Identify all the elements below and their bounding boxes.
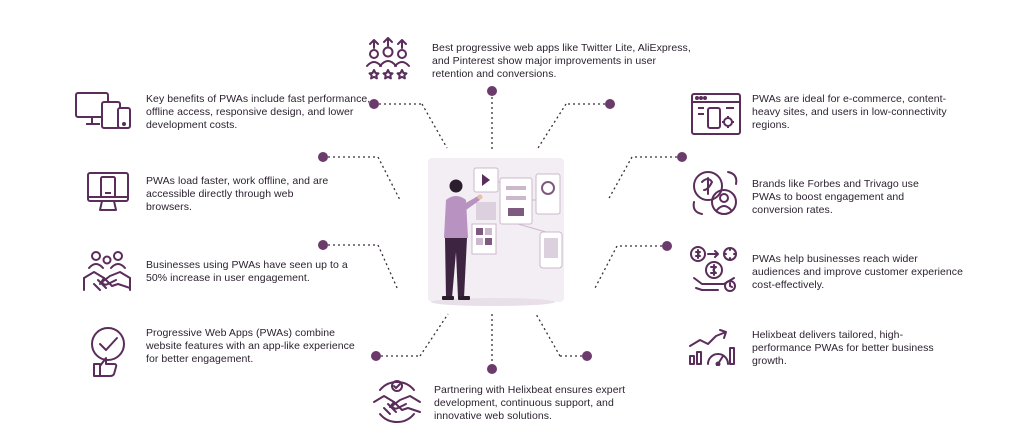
dot-left-4 bbox=[371, 351, 381, 361]
browser-mobile-gear-icon bbox=[690, 92, 742, 138]
team-rating-icon bbox=[364, 34, 412, 82]
dot-right-1 bbox=[605, 99, 615, 109]
handshake-group-icon bbox=[82, 248, 132, 298]
handshake-circle-icon bbox=[372, 376, 422, 426]
growth-chart-icon bbox=[686, 326, 740, 366]
connector-left-3-d bbox=[377, 244, 399, 291]
item-right-1-text: PWAs are ideal for e-commerce, content-h… bbox=[752, 93, 947, 131]
item-right-3-text: PWAs help businesses reach wider audienc… bbox=[752, 253, 963, 291]
dot-left-1 bbox=[369, 99, 379, 109]
person-at-interface-illustration bbox=[418, 152, 568, 313]
dot-bottom bbox=[487, 364, 497, 374]
dot-right-2 bbox=[677, 152, 687, 162]
item-right-4-text: Helixbeat delivers tailored, high-perfor… bbox=[752, 329, 934, 367]
connector-left-4-d bbox=[419, 313, 449, 357]
dot-left-2 bbox=[318, 152, 328, 162]
desktop-monitor-icon bbox=[86, 170, 130, 214]
brand-engagement-icon bbox=[690, 168, 740, 218]
dot-top bbox=[487, 86, 497, 96]
connector-left-1-d bbox=[421, 103, 448, 149]
check-thumbs-up-icon bbox=[86, 326, 130, 378]
item-right-2-text: Brands like Forbes and Trivago use PWAs … bbox=[752, 178, 919, 216]
multi-device-icon bbox=[74, 90, 134, 130]
item-bottom-text: Partnering with Helixbeat ensures expert… bbox=[434, 384, 626, 422]
item-left-4-text: Progressive Web Apps (PWAs) combine webs… bbox=[146, 327, 355, 365]
connector-right-4-d bbox=[535, 313, 561, 357]
dot-left-3 bbox=[318, 240, 328, 250]
item-left-3-text: Businesses using PWAs have seen up to a … bbox=[146, 259, 348, 284]
connector-right-1-d bbox=[537, 103, 567, 149]
connector-left-2-d bbox=[377, 156, 401, 201]
connector-right-2-d bbox=[607, 156, 633, 201]
item-left-1-text: Key benefits of PWAs include fast perfor… bbox=[146, 93, 371, 131]
dot-right-3 bbox=[662, 241, 672, 251]
item-left-2-text: PWAs load faster, work offline, and are … bbox=[146, 175, 329, 213]
money-reach-icon bbox=[688, 244, 740, 294]
dot-right-4 bbox=[582, 351, 592, 361]
connector-right-3-d bbox=[593, 245, 618, 291]
item-top-text: Best progressive web apps like Twitter L… bbox=[432, 42, 691, 80]
